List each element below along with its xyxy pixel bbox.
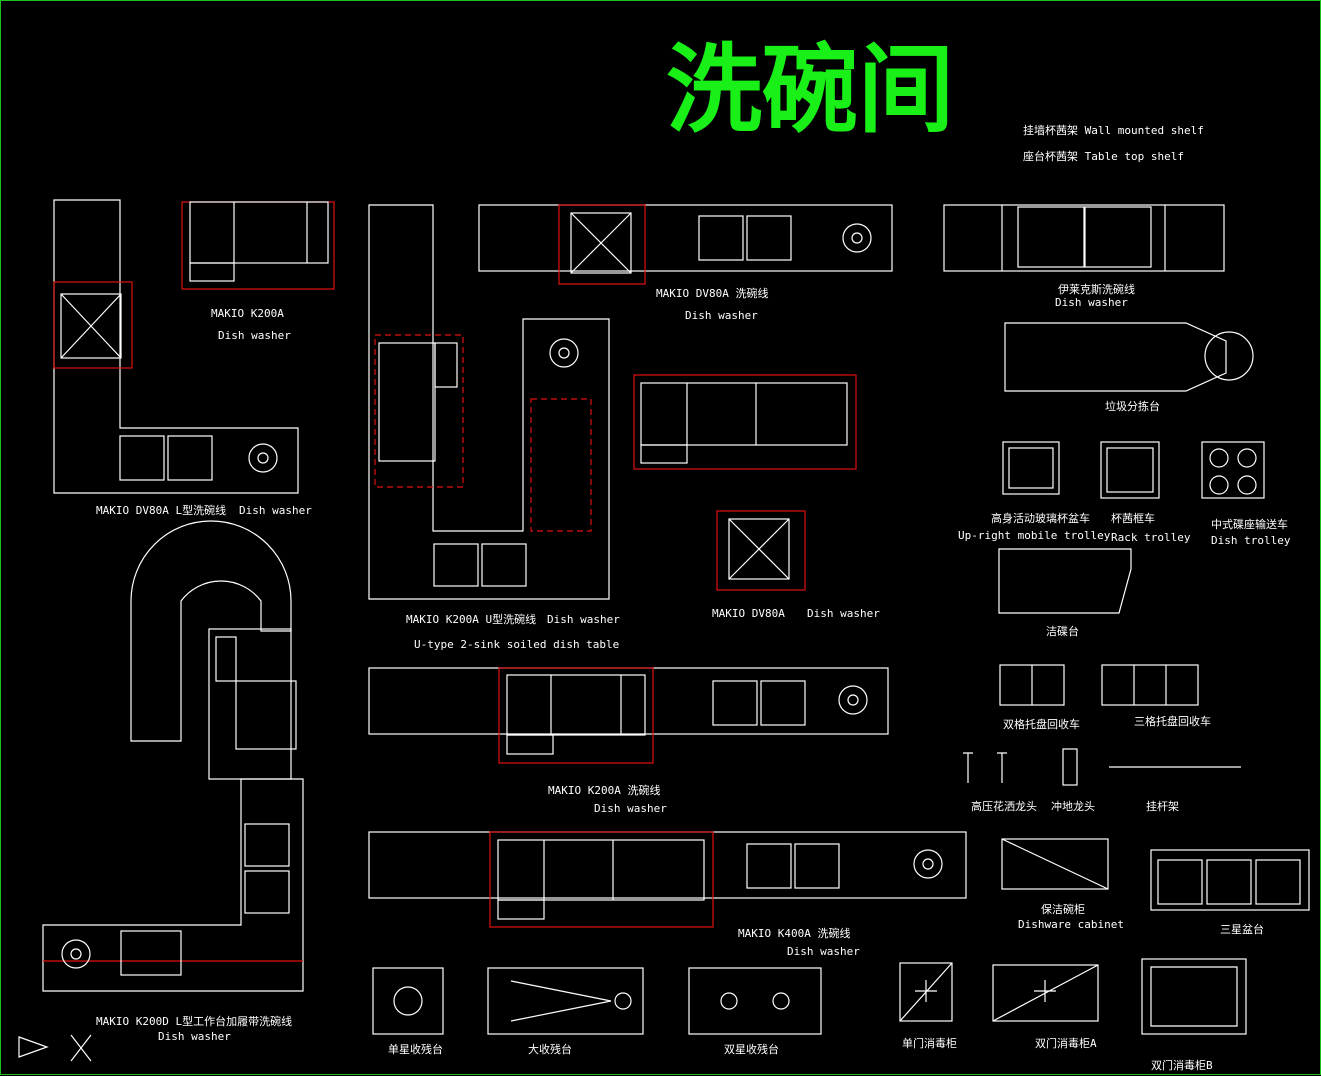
label-single-disinfect: 单门消毒柜 xyxy=(902,1036,957,1050)
label-dv80a-mid: MAKIO DV80A xyxy=(712,607,785,620)
clean-table xyxy=(998,548,1132,614)
label-dish-trolley-sub: Dish trolley xyxy=(1211,534,1291,547)
label-k200a-line-sub: Dish washer xyxy=(594,802,667,815)
label-tap: 冲地龙头 xyxy=(1051,799,1095,813)
label-rack-sub: Rack trolley xyxy=(1111,531,1191,544)
label-k400a-sub: Dish washer xyxy=(787,945,860,958)
label-trash-table: 垃圾分拣台 xyxy=(1105,399,1160,413)
label-k200d: MAKIO K200D L型工作台加履带洗碗线 xyxy=(96,1014,292,1028)
label-k400a: MAKIO K400A 洗碗线 xyxy=(738,926,850,940)
label-k200a-top-sub: Dish washer xyxy=(218,329,291,342)
dv80a-top-line xyxy=(478,204,893,285)
label-double-disinfect-b: 双门消毒柜B xyxy=(1151,1058,1213,1072)
k200a-top xyxy=(181,201,335,290)
label-three-sink: 三星盆台 xyxy=(1220,922,1264,936)
dishware-cabinet xyxy=(1001,838,1109,890)
ucs-icon xyxy=(18,1034,92,1062)
label-upright-sub: Up-right mobile trolley xyxy=(958,529,1111,542)
trolleys xyxy=(1002,441,1265,499)
legend-table-shelf: 座台杯茜架 Table top shelf xyxy=(1023,149,1184,163)
faucets xyxy=(963,748,1241,786)
label-u-k200a-sub: Dish washer xyxy=(547,613,620,626)
page-title: 洗碗间 xyxy=(666,34,954,146)
label-clean-table: 洁碟台 xyxy=(1046,624,1079,638)
label-big-sink: 大收残台 xyxy=(528,1042,572,1056)
k200a-line xyxy=(368,667,889,764)
label-double-sink: 双星收残台 xyxy=(724,1042,779,1056)
label-rack: 杯茜框车 xyxy=(1111,511,1155,525)
label-u-k200a: MAKIO K200A U型洗碗线 xyxy=(406,612,536,626)
label-k200a-top: MAKIO K200A xyxy=(211,307,284,320)
k200d-line xyxy=(42,520,304,992)
label-u-k200a-type: U-type 2-sink soiled dish table xyxy=(414,638,619,651)
electrolux-line xyxy=(943,204,1225,272)
tray-carts xyxy=(999,664,1199,706)
three-sink-table xyxy=(1150,849,1310,911)
label-k200a-line: MAKIO K200A 洗碗线 xyxy=(548,783,660,797)
label-cabinet: 保洁碗柜 xyxy=(1041,902,1085,916)
label-hanger: 挂杆架 xyxy=(1146,799,1179,813)
label-double-disinfect-a: 双门消毒柜A xyxy=(1035,1036,1097,1050)
label-single-sink: 单星收残台 xyxy=(388,1042,443,1056)
label-dv80a-top-sub: Dish washer xyxy=(685,309,758,322)
label-l-dv80a: MAKIO DV80A L型洗碗线 xyxy=(96,503,226,517)
k400a-line xyxy=(368,831,967,928)
label-k200d-sub: Dish washer xyxy=(158,1030,231,1043)
legend-wall-shelf: 挂墙杯茜架 Wall mounted shelf xyxy=(1023,123,1204,137)
k200a-mid xyxy=(633,374,857,470)
u-k200a-line xyxy=(368,204,610,600)
label-upright: 高身活动玻璃杯盆车 xyxy=(991,511,1090,525)
label-ilecos-sub: Dish washer xyxy=(1055,296,1128,309)
bottom-row xyxy=(372,958,1247,1035)
label-l-dv80a-sub: Dish washer xyxy=(239,504,312,517)
dv80a-mid xyxy=(716,510,806,591)
label-dv80a-top: MAKIO DV80A 洗碗线 xyxy=(656,286,768,300)
label-spray: 高压花洒龙头 xyxy=(971,799,1037,813)
label-cabinet-sub: Dishware cabinet xyxy=(1018,918,1124,931)
trash-table xyxy=(1004,322,1254,392)
label-dv80a-mid-sub: Dish washer xyxy=(807,607,880,620)
label-two-tray: 双格托盘回收车 xyxy=(1003,717,1080,731)
l-dv80a-line xyxy=(53,199,299,494)
label-ilecos: 伊莱克斯洗碗线 xyxy=(1058,282,1135,296)
label-three-tray: 三格托盘回收车 xyxy=(1134,714,1211,728)
label-dish-trolley: 中式碟座输送车 xyxy=(1211,517,1288,531)
